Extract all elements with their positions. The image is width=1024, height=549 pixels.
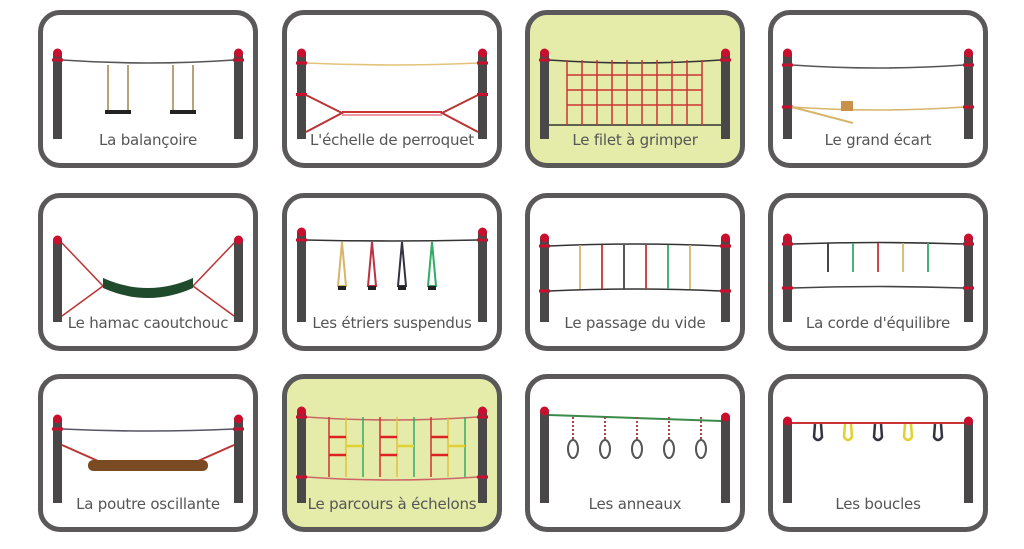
activity-card-rung-course[interactable]: Le parcours à échelons xyxy=(282,374,502,532)
activity-label: Le grand écart xyxy=(824,131,932,149)
rubber-hammock-illustration-icon xyxy=(53,235,243,322)
activity-label: Les étriers suspendus xyxy=(312,314,472,332)
activity-label: L'échelle de perroquet xyxy=(310,131,474,149)
activity-label: Les anneaux xyxy=(588,495,682,513)
hanging-stirrups-illustration-icon xyxy=(296,227,488,322)
activity-label: Le passage du vide xyxy=(564,314,706,332)
rings-illustration-icon xyxy=(540,406,730,503)
activity-label: La balançoire xyxy=(99,131,197,149)
activity-card-swing[interactable]: La balançoire xyxy=(38,10,258,168)
activity-card-big-split[interactable]: Le grand écart xyxy=(768,10,988,168)
activity-label: Le hamac caoutchouc xyxy=(67,314,229,332)
activity-card-rings[interactable]: Les anneaux xyxy=(525,374,745,532)
swinging-beam-illustration-icon xyxy=(52,414,244,503)
activity-card-balance-rope[interactable]: La corde d'équilibre xyxy=(768,193,988,351)
loops-illustration-icon xyxy=(783,416,973,503)
activity-label: Les boucles xyxy=(835,495,921,513)
activity-card-rubber-hammock[interactable]: Le hamac caoutchouc xyxy=(38,193,258,351)
balance-rope-illustration-icon xyxy=(782,233,974,322)
activity-label: La corde d'équilibre xyxy=(805,314,951,332)
activity-label: Le filet à grimper xyxy=(572,131,698,149)
activity-label: Le parcours à échelons xyxy=(307,495,477,513)
void-crossing-illustration-icon xyxy=(539,233,731,322)
rung-course-illustration-icon xyxy=(296,406,488,503)
activity-card-parrot-ladder[interactable]: L'échelle de perroquet xyxy=(282,10,502,168)
big-split-illustration-icon xyxy=(782,48,974,139)
swing-illustration-icon xyxy=(52,48,244,139)
activity-label: La poutre oscillante xyxy=(76,495,220,513)
climbing-net-illustration-icon xyxy=(539,48,731,139)
activity-card-loops[interactable]: Les boucles xyxy=(768,374,988,532)
activity-card-void-crossing[interactable]: Le passage du vide xyxy=(525,193,745,351)
activity-card-climbing-net[interactable]: Le filet à grimper xyxy=(525,10,745,168)
activity-card-swinging-beam[interactable]: La poutre oscillante xyxy=(38,374,258,532)
activity-card-hanging-stirrups[interactable]: Les étriers suspendus xyxy=(282,193,502,351)
parrot-ladder-illustration-icon xyxy=(296,48,488,139)
